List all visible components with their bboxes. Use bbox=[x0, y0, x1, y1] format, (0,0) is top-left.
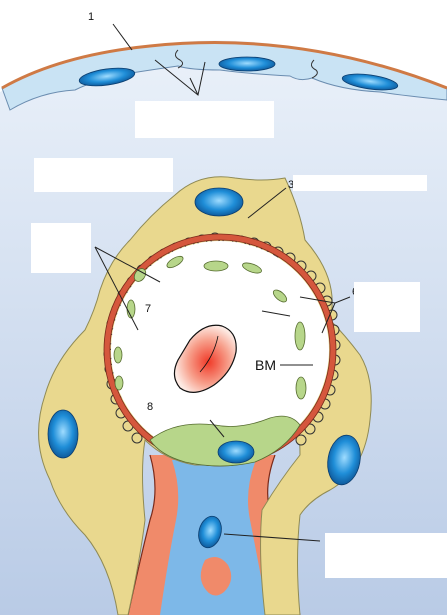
cell-junction bbox=[174, 49, 184, 69]
answer-box-9[interactable] bbox=[325, 533, 447, 578]
mesangial-cell-nucleus bbox=[198, 515, 222, 549]
parietal-cell-nucleus bbox=[341, 73, 399, 91]
answer-box-4[interactable] bbox=[34, 158, 173, 192]
podocyte-nucleus bbox=[194, 187, 244, 217]
podocyte-nucleus bbox=[47, 409, 79, 459]
answer-box-2[interactable] bbox=[135, 101, 274, 138]
endothelial-cell-nucleus bbox=[217, 440, 255, 464]
red-blood-cell-fold bbox=[199, 335, 219, 373]
answer-box-5[interactable] bbox=[31, 223, 91, 273]
fenestrated-endothelium bbox=[113, 255, 307, 400]
answer-box-3[interactable] bbox=[293, 175, 427, 191]
outside-area bbox=[0, 0, 447, 95]
red-blood-cell bbox=[173, 324, 237, 393]
podocyte-nucleus bbox=[327, 434, 361, 486]
answer-box-6[interactable] bbox=[354, 282, 420, 332]
capsule-outer-border bbox=[1, 41, 447, 90]
label-8: 8 bbox=[147, 401, 153, 413]
cell-junction bbox=[310, 59, 318, 79]
label-1: 1 bbox=[88, 11, 94, 23]
label-7: 7 bbox=[145, 303, 151, 315]
parietal-cell-nucleus bbox=[78, 67, 136, 87]
leader-lines bbox=[94, 23, 351, 542]
mesangial-cell bbox=[200, 556, 232, 596]
parietal-cell-nucleus bbox=[218, 56, 276, 72]
label-basement-membrane: BM bbox=[255, 357, 276, 373]
label-3: 3 bbox=[288, 179, 294, 191]
endothelial-cell bbox=[149, 415, 301, 467]
